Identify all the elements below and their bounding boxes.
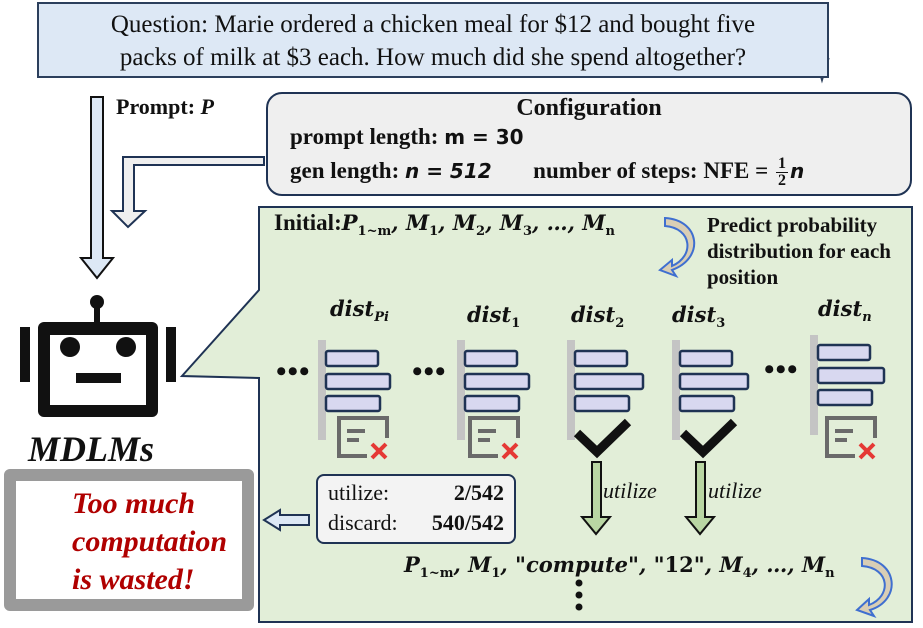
utilize-arrow xyxy=(683,461,717,536)
prompt-arrow xyxy=(78,96,116,280)
model-name: MDLMs xyxy=(28,429,155,469)
ellipsis: ••• xyxy=(276,355,311,388)
prompt-label: Prompt: P xyxy=(116,94,214,119)
config-title: Configuration xyxy=(516,95,662,121)
waste-arrow xyxy=(262,508,310,532)
dist-bars-1 xyxy=(457,340,531,440)
dist-bars-n xyxy=(810,335,886,435)
cycle-arrow-icon xyxy=(855,556,893,618)
waste-line-3: is wasted! xyxy=(72,563,195,596)
question-line-1: Question: Marie ordered a chicken meal f… xyxy=(110,11,756,38)
waste-line-1: Too much xyxy=(72,487,196,520)
dist-label-2: dist2 xyxy=(571,302,625,332)
discard-doc-icon xyxy=(825,416,877,460)
cycle-arrow-icon xyxy=(658,216,696,279)
dist-bars-2 xyxy=(567,340,645,440)
discard-doc-icon xyxy=(337,416,389,460)
utilize-arrow xyxy=(579,461,613,536)
dist-label-1: dist1 xyxy=(467,302,521,332)
config-prompt-length: prompt length: m = 30 xyxy=(290,124,524,149)
configuration-box: Configuration prompt length: m = 30 gen … xyxy=(266,92,912,196)
result-sequence: P1~m, M1, "compute", "12", M4, …, Mn xyxy=(404,552,835,582)
dist-label-pi: distPi xyxy=(330,296,389,326)
initial-sequence: Initial:P1~m, M1, M2, M3, …, Mn xyxy=(274,210,615,240)
ellipsis: ••• xyxy=(764,353,799,386)
waste-callout: Too much computation is wasted! xyxy=(4,469,254,611)
dist-label-n: distn xyxy=(818,296,872,326)
robot-icon xyxy=(20,295,176,417)
prompt-symbol: P xyxy=(200,94,214,119)
check-icon xyxy=(573,418,632,459)
discard-doc-icon xyxy=(468,416,520,460)
dist-bars-pi xyxy=(318,340,392,440)
question-callout: Question: Marie ordered a chicken meal f… xyxy=(37,2,829,78)
predict-note: Predict probability distribution for eac… xyxy=(707,213,891,289)
dist-bars-3 xyxy=(672,340,750,440)
utilize-label: utilize xyxy=(708,478,762,503)
question-line-2: packs of milk at $3 each. How much did s… xyxy=(119,44,747,71)
config-steps-label: number of steps: NFE = xyxy=(533,157,774,183)
utilize-label: utilize xyxy=(603,478,657,503)
stat-utilize: utilize:2/542 xyxy=(328,480,504,505)
config-gen-length: gen length: n = 512 number of steps: NFE… xyxy=(290,155,805,189)
stat-discard: discard:540/542 xyxy=(328,510,504,535)
ellipsis: ••• xyxy=(412,355,447,388)
waste-line-2: computation xyxy=(72,525,228,558)
config-arrow xyxy=(109,156,265,229)
check-icon xyxy=(679,418,738,459)
utilization-stats-box: utilize:2/542 discard:540/542 xyxy=(316,474,516,544)
dist-label-3: dist3 xyxy=(672,302,726,332)
